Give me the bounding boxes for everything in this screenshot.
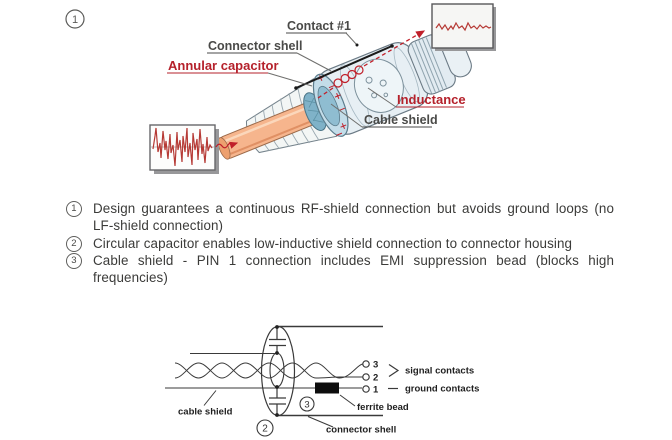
label-contact-1: Contact #1 bbox=[287, 19, 351, 33]
ferrite-bead-leader bbox=[339, 394, 356, 407]
note-item-2: 2 Circular capacitor enables low-inducti… bbox=[64, 235, 614, 252]
notes-list: 1 Design guarantees a continuous RF-shie… bbox=[64, 200, 614, 286]
input-waveform-box bbox=[149, 124, 219, 174]
note-item-1: 1 Design guarantees a continuous RF-shie… bbox=[64, 200, 614, 235]
twisted-pair-wire-a bbox=[174, 362, 363, 379]
label-inductance: Inductance bbox=[397, 92, 466, 107]
output-waveform-box bbox=[431, 3, 496, 51]
braid-hatch bbox=[304, 97, 324, 123]
label-signal-contacts: signal contacts bbox=[405, 366, 474, 377]
entry-arrow bbox=[215, 141, 239, 149]
marker2-number: 2 bbox=[262, 424, 268, 435]
note-text-3: Cable shield - PIN 1 connection includes… bbox=[93, 252, 614, 286]
inductor-coil-icon bbox=[333, 65, 364, 88]
contact-number-3: 3 bbox=[373, 360, 378, 371]
label-connector-shell-schematic: connector shell bbox=[326, 425, 396, 436]
note-item-3: 3 Cable shield - PIN 1 connection includ… bbox=[64, 252, 614, 287]
contact-pin bbox=[294, 44, 394, 90]
connector-illustration: 1 bbox=[65, 3, 496, 174]
noise-path bbox=[317, 30, 426, 99]
label-connector-shell: Connector shell bbox=[208, 39, 302, 53]
connector-shell-leader bbox=[307, 416, 334, 428]
label-annular-capacitor: Annular capacitor bbox=[168, 58, 279, 73]
label-ground-contacts: ground contacts bbox=[405, 384, 479, 395]
twisted-pair-wire-b bbox=[174, 362, 363, 379]
label-cable-shield: Cable shield bbox=[364, 113, 438, 127]
ferrite-bead bbox=[315, 382, 339, 394]
label-cable-shield-schematic: cable shield bbox=[178, 407, 233, 418]
annular-capacitor-ring bbox=[312, 73, 349, 137]
small-noise-waveform bbox=[435, 21, 492, 32]
note-number-3: 3 bbox=[66, 252, 82, 269]
note-text-2: Circular capacitor enables low-inductive… bbox=[93, 235, 573, 251]
cable bbox=[217, 102, 317, 160]
capacitor-symbol-top bbox=[269, 327, 286, 353]
large-noise-waveform bbox=[152, 127, 213, 167]
connector-body bbox=[217, 32, 472, 160]
note-text-1: Design guarantees a continuous RF-shield… bbox=[93, 201, 614, 234]
figure1-marker: 1 bbox=[65, 9, 85, 29]
signal-contacts-brace bbox=[388, 364, 400, 377]
note-number-1: 1 bbox=[66, 201, 82, 217]
cable-shield-leader bbox=[203, 390, 217, 406]
capacitor-inner-ring bbox=[269, 352, 285, 388]
note-number-2: 2 bbox=[66, 235, 82, 252]
marker3-number: 3 bbox=[304, 400, 309, 411]
contact-number-2: 2 bbox=[373, 373, 378, 384]
capacitor-symbol-bottom bbox=[269, 387, 286, 415]
shield-schematic: 3 2 1 signal contacts ground contacts fe… bbox=[165, 325, 479, 437]
figure1-marker-number: 1 bbox=[72, 14, 78, 26]
junction-dots bbox=[275, 325, 279, 417]
marker3-circle bbox=[299, 396, 315, 412]
contact-circles bbox=[362, 360, 370, 393]
label-ferrite-bead: ferrite bead bbox=[357, 402, 409, 413]
marker2-circle bbox=[256, 419, 274, 437]
knurl-ring bbox=[410, 37, 447, 94]
contact-number-1: 1 bbox=[373, 385, 379, 396]
